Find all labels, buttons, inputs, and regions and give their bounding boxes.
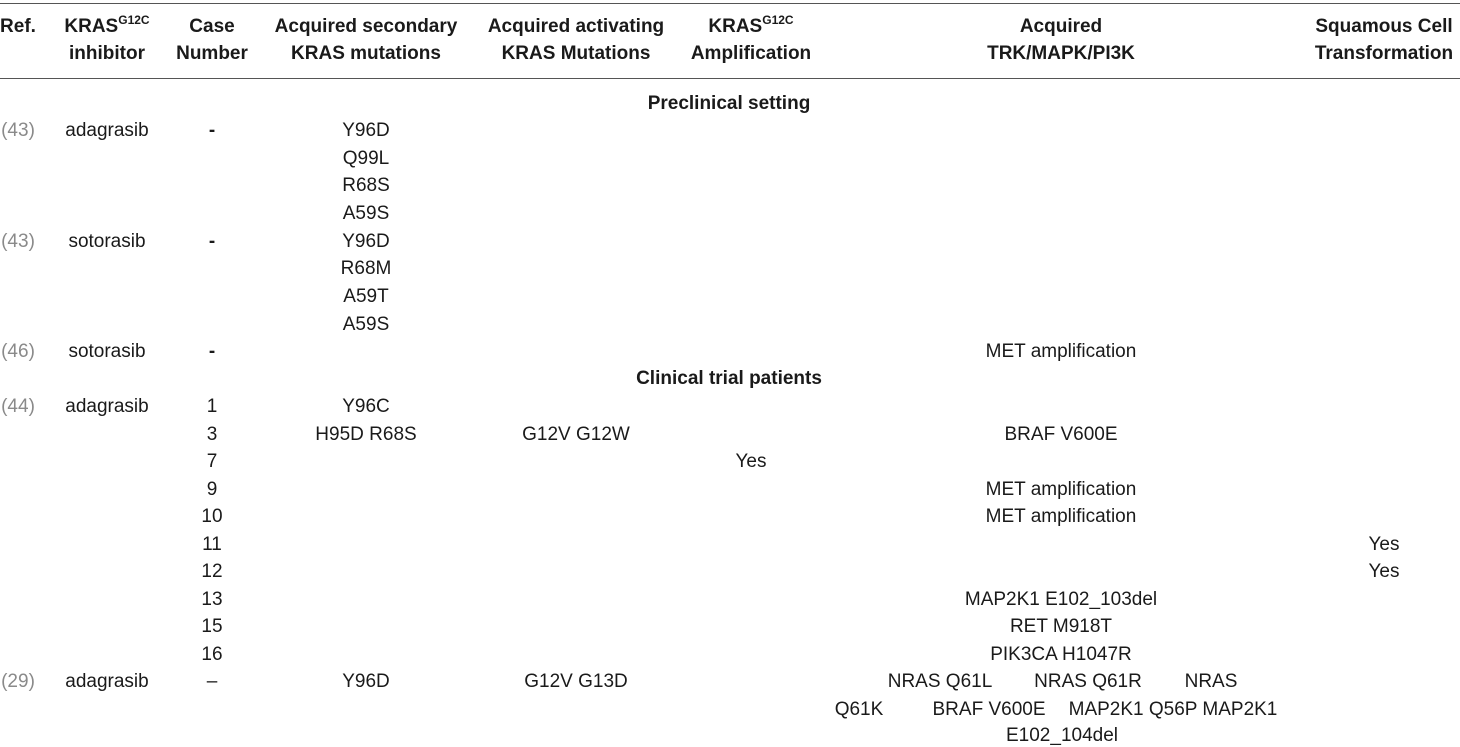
case-cell: 9 — [206, 479, 218, 500]
case-cell: - — [208, 231, 216, 252]
case-cell: 11 — [202, 534, 222, 555]
case-cell: - — [208, 120, 216, 141]
secondary-mutation: Y96D — [342, 671, 390, 692]
section-clinical: Clinical trial patients — [636, 368, 822, 389]
trk-cell: MAP2K1 E102_103del — [964, 589, 1158, 610]
ref-cell: (43) — [1, 120, 35, 141]
trk-cell: PIK3CA H1047R — [990, 644, 1132, 665]
header-activating-line2: KRAS Mutations — [501, 43, 651, 64]
header-secondary-line2: KRAS mutations — [291, 43, 441, 64]
inhibitor-cell: adagrasib — [65, 396, 149, 417]
secondary-mutation: H95D R68S — [315, 424, 417, 445]
trk-cell: MAP2K1 Q56P MAP2K1 — [1068, 699, 1278, 720]
trk-cell: RET M918T — [1009, 616, 1113, 637]
case-cell: 16 — [201, 644, 223, 665]
secondary-mutation: Y96C — [342, 396, 390, 417]
ref-cell: (44) — [1, 396, 35, 417]
header-bottom-rule — [0, 78, 1460, 79]
trk-cell: MET amplification — [985, 479, 1137, 500]
header-amp-line2: Amplification — [690, 43, 812, 64]
inhibitor-cell: sotorasib — [68, 341, 146, 362]
trk-cell: BRAF V600E — [932, 699, 1046, 720]
header-case-line1: Case — [189, 16, 235, 37]
header-squamous-line2: Transformation — [1314, 43, 1454, 64]
case-cell: 13 — [201, 589, 223, 610]
inhibitor-cell: adagrasib — [65, 671, 149, 692]
trk-cell: NRAS Q61R — [1034, 671, 1142, 692]
inhibitor-cell: adagrasib — [65, 120, 149, 141]
inhibitor-cell: sotorasib — [68, 231, 146, 252]
ref-cell: (43) — [1, 231, 35, 252]
case-cell: 7 — [206, 451, 218, 472]
trk-cell: E102_104del — [1006, 725, 1118, 746]
header-ref: Ref. — [0, 16, 36, 37]
ref-cell: (46) — [1, 341, 35, 362]
header-activating-line1: Acquired activating — [487, 16, 665, 37]
header-inhibitor-line1: KRASG12C — [64, 12, 150, 37]
table-top-rule — [0, 3, 1460, 4]
trk-cell: Q61K — [834, 699, 884, 720]
ref-cell: (29) — [1, 671, 35, 692]
case-cell: 15 — [201, 616, 223, 637]
trk-cell: MET amplification — [985, 506, 1137, 527]
case-cell: – — [206, 671, 218, 692]
case-cell: 10 — [201, 506, 223, 527]
activating-mutation: G12V G12W — [522, 424, 630, 445]
trk-cell: MET amplification — [985, 341, 1137, 362]
secondary-mutation: R68M — [340, 258, 392, 279]
secondary-mutation: Y96D — [342, 120, 390, 141]
secondary-mutation: R68S — [342, 175, 390, 196]
header-squamous-line1: Squamous Cell — [1315, 16, 1453, 37]
section-preclinical: Preclinical setting — [647, 93, 811, 114]
trk-cell: NRAS Q61L — [887, 671, 993, 692]
activating-mutation: G12V G13D — [524, 671, 628, 692]
secondary-mutation: A59S — [342, 314, 390, 335]
case-cell: 12 — [201, 561, 223, 582]
secondary-mutation: Y96D — [342, 231, 390, 252]
case-cell: 3 — [206, 424, 218, 445]
trk-cell: NRAS — [1184, 671, 1238, 692]
header-trk-line2: TRK/MAPK/PI3K — [987, 43, 1135, 64]
amplification-cell: Yes — [735, 451, 767, 472]
secondary-mutation: Q99L — [342, 148, 390, 169]
case-cell: - — [208, 341, 216, 362]
squamous-cell: Yes — [1368, 534, 1400, 555]
case-cell: 1 — [206, 396, 218, 417]
header-case-line2: Number — [176, 43, 248, 64]
header-trk-line1: Acquired — [1019, 16, 1103, 37]
header-inhibitor-line2: inhibitor — [69, 43, 145, 64]
secondary-mutation: A59T — [343, 286, 389, 307]
squamous-cell: Yes — [1368, 561, 1400, 582]
trk-cell: BRAF V600E — [1004, 424, 1118, 445]
header-secondary-line1: Acquired secondary — [274, 16, 458, 37]
secondary-mutation: A59S — [342, 203, 390, 224]
header-amp-line1: KRASG12C — [708, 12, 794, 37]
